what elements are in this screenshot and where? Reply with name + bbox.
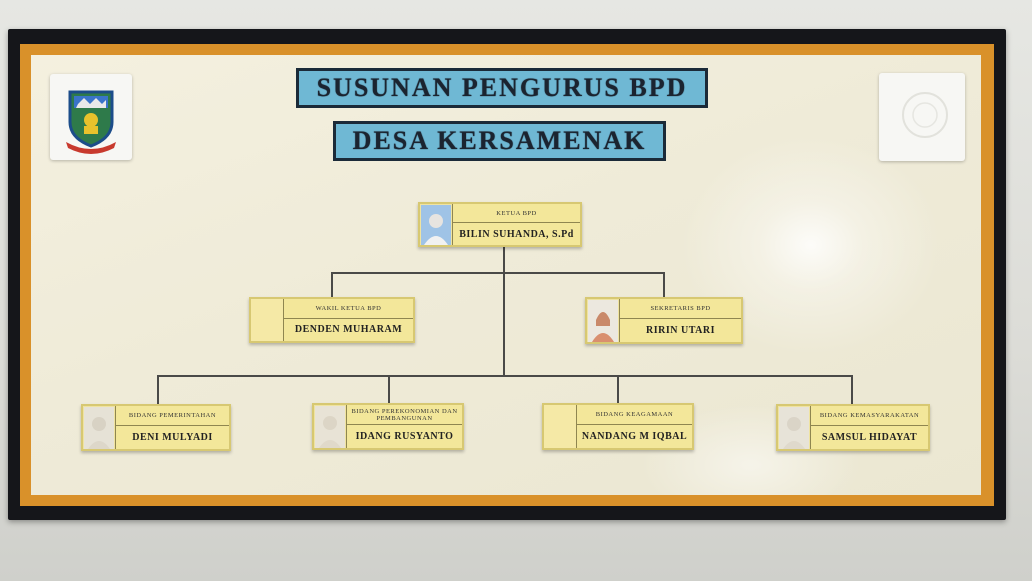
- connector-line: [663, 272, 665, 298]
- card-ketua: KETUA BPD BILIN SUHANDA, S.Pd: [418, 202, 582, 247]
- card-name: DENI MULYADI: [132, 432, 213, 444]
- card-bidang-keagamaan: BIDANG KEAGAMAAN NANDANG M IQBAL: [542, 403, 694, 450]
- connector-line: [851, 375, 853, 405]
- card-role: SEKRETARIS BPD: [620, 299, 741, 320]
- emblem-icon: [66, 90, 116, 154]
- card-wakil-ketua: WAKIL KETUA BPD DENDEN MUHARAM: [249, 297, 415, 343]
- faded-emblem: [879, 73, 965, 161]
- person-photo: [314, 405, 347, 448]
- person-photo-icon: [84, 407, 114, 449]
- emblem-icon: [902, 92, 948, 138]
- card-role: WAKIL KETUA BPD: [284, 299, 413, 319]
- title-line1: SUSUNAN PENGURUS BPD: [296, 68, 708, 108]
- connector-line: [331, 272, 664, 274]
- card-name: BILIN SUHANDA, S.Pd: [459, 228, 574, 240]
- card-name: DENDEN MUHARAM: [294, 324, 403, 336]
- connector-line: [617, 375, 619, 405]
- person-photo: [83, 406, 116, 449]
- person-photo-icon: [779, 407, 809, 449]
- connector-line: [157, 375, 853, 377]
- card-bidang-kemasyarakatan: BIDANG KEMASYARAKATAN SAMSUL HIDAYAT: [776, 404, 930, 451]
- card-role: BIDANG PEMERINTAHAN: [116, 406, 229, 427]
- card-bidang-pemerintahan: BIDANG PEMERINTAHAN DENI MULYADI: [81, 404, 231, 451]
- connector-line: [388, 375, 390, 405]
- connector-line: [503, 246, 505, 376]
- person-photo-icon: [421, 205, 451, 245]
- person-photo-placeholder: [251, 299, 284, 341]
- card-name: NANDANG M IQBAL: [581, 431, 688, 443]
- person-photo-placeholder: [544, 405, 577, 448]
- card-role: BIDANG PEREKONOMIAN DAN PEMBANGUNAN: [347, 405, 462, 426]
- person-photo-icon: [315, 406, 345, 448]
- card-role: KETUA BPD: [453, 204, 580, 224]
- title-line2: DESA KERSAMENAK: [333, 121, 666, 161]
- card-bidang-perekonomian: BIDANG PEREKONOMIAN DAN PEMBANGUNAN IDAN…: [312, 403, 464, 450]
- card-name: SAMSUL HIDAYAT: [821, 432, 918, 444]
- person-photo: [587, 299, 620, 342]
- card-role: BIDANG KEAGAMAAN: [577, 405, 692, 426]
- connector-line: [157, 375, 159, 405]
- card-role: BIDANG KEMASYARAKATAN: [811, 406, 928, 427]
- person-photo: [778, 406, 811, 449]
- card-name: RIRIN UTARI: [646, 325, 715, 337]
- person-photo: [420, 204, 453, 245]
- card-name: IDANG RUSYANTO: [355, 431, 454, 443]
- person-photo-icon: [588, 300, 618, 342]
- connector-line: [331, 272, 333, 298]
- regency-emblem: [50, 74, 132, 160]
- card-sekretaris: SEKRETARIS BPD RIRIN UTARI: [585, 297, 743, 344]
